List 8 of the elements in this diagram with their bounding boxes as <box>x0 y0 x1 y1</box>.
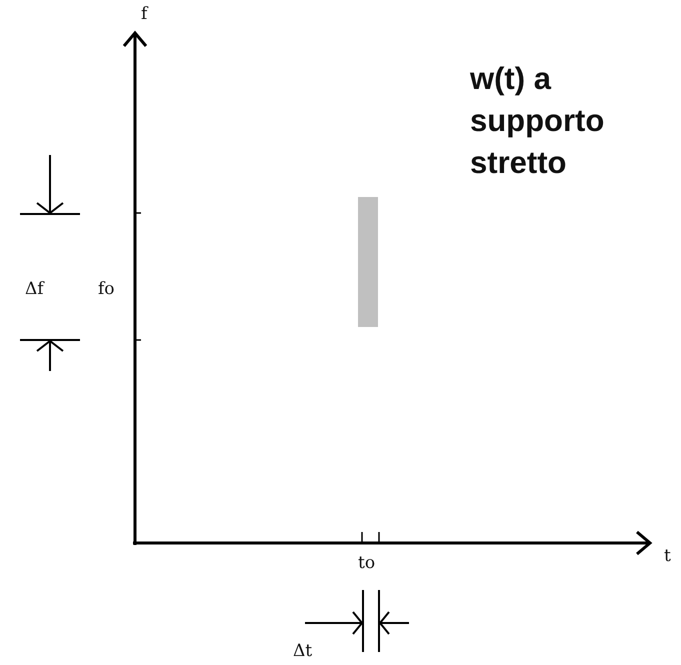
axis-label: Δf <box>25 281 44 298</box>
axis-label: Δt <box>293 643 312 660</box>
axis-label: t <box>664 548 671 565</box>
title-text: w(t) a supporto stretto <box>470 60 606 182</box>
axis-label: to <box>358 555 376 572</box>
time-frequency-tile <box>358 197 378 327</box>
axis-label: f <box>141 6 148 23</box>
axis-label: fo <box>98 281 115 298</box>
